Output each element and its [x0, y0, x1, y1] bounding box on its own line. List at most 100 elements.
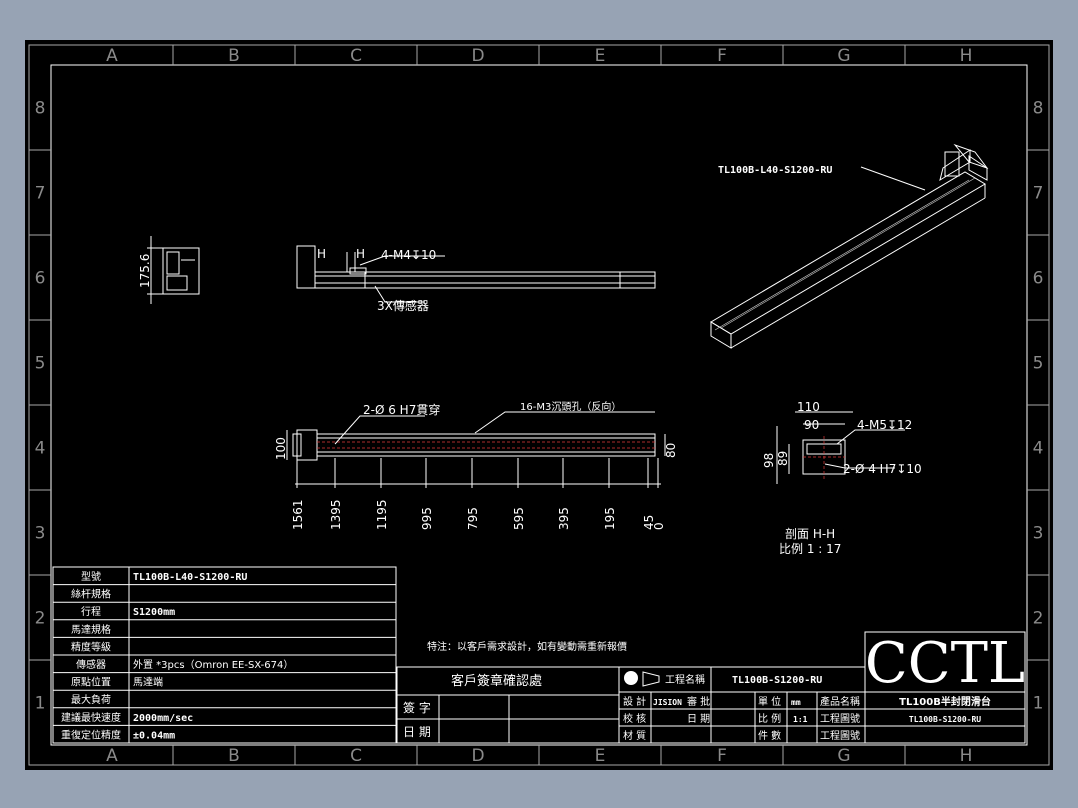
zone-row-left: 2	[35, 609, 46, 629]
zone-col-top: A	[106, 46, 118, 66]
zone-row-left: 5	[35, 354, 46, 374]
tb-approve-label: 審 批	[687, 695, 710, 708]
zone-col-bottom: E	[595, 746, 606, 766]
side-view: H H 4-M4↧10 3X傳感器	[296, 245, 656, 313]
tb-product-code: TL100B-S1200-RU	[909, 715, 981, 724]
confirm-title: 客戶簽章確認處	[451, 673, 542, 689]
zone-col-bottom: G	[837, 746, 850, 766]
zone-col-top: D	[471, 46, 484, 66]
spec-row-label: 傳感器	[76, 658, 106, 671]
top-view: 100 80 2-Ø 6 H7貫穿 16-M3沉頭孔（反向） 1561 1395 1…	[274, 400, 678, 530]
position-dim: 1395	[329, 499, 343, 530]
zone-row-right: 5	[1033, 354, 1044, 374]
section-label: 剖面 H-H	[785, 527, 835, 541]
tb-unit-label: 單 位	[758, 695, 781, 708]
tb-count-label: 件 數	[758, 729, 781, 742]
zone-row-right: 2	[1033, 609, 1044, 629]
section-width-110: 110	[797, 400, 820, 414]
section-view: 110 90 98 89 4-M5↧12 2-Ø 4 H7↧10 剖面 H-H …	[762, 400, 922, 556]
position-dim: 395	[557, 507, 571, 530]
zone-col-top: E	[595, 46, 606, 66]
zone-col-bottom: A	[106, 746, 118, 766]
isometric-view: TL100B-L40-S1200-RU	[710, 143, 989, 349]
spec-row-label: 最大負荷	[71, 693, 111, 706]
zone-row-right: 1	[1033, 694, 1044, 714]
position-dim: 195	[603, 507, 617, 530]
design-note: 特注：以客戶需求設計，如有變動需重新報價	[427, 640, 627, 653]
tb-drawing-no-label: 工程圖號	[820, 712, 860, 725]
tb-unit-value: mm	[791, 698, 801, 707]
zone-ticks	[29, 45, 1049, 765]
spec-row-value: ±0.04mm	[133, 730, 175, 741]
zone-row-left: 3	[35, 524, 46, 544]
spec-row-label: 重復定位精度	[61, 728, 121, 741]
customer-confirm-box: 客戶簽章確認處 簽 字 日 期	[396, 666, 620, 744]
zone-col-bottom: B	[228, 746, 240, 766]
position-dim: 45	[642, 515, 656, 530]
zone-col-top: H	[960, 46, 973, 66]
spec-row-value: 外置 *3pcs（Omron EE-SX-674）	[133, 659, 293, 671]
zone-row-right: 3	[1033, 524, 1044, 544]
section-tap-note: 4-M5↧12	[857, 418, 912, 432]
tb-scale-label: 比 例	[758, 712, 781, 725]
tb-scale-value: 1:1	[793, 715, 808, 724]
zone-row-right: 8	[1033, 99, 1044, 119]
spec-row-label: 原點位置	[71, 676, 111, 689]
zone-col-top: G	[837, 46, 850, 66]
confirm-sign-label: 簽 字	[403, 700, 431, 715]
section-height-89: 89	[776, 451, 790, 466]
position-dim: 795	[466, 507, 480, 530]
zone-row-right: 7	[1033, 184, 1044, 204]
tb-material-label: 材 質	[623, 729, 646, 742]
section-scale: 比例 1 : 17	[779, 542, 841, 556]
company-logo: CCTL	[865, 631, 1025, 696]
tb-drawing-no-label-2: 工程圖號	[820, 729, 860, 742]
spec-row-label: 建議最快速度	[61, 711, 121, 724]
title-block: 工程名稱 TL100B-S1200-RU 設 計 JISION 審 批 校 核 …	[618, 631, 1026, 744]
zone-row-left: 6	[35, 269, 46, 289]
zone-col-bottom: H	[960, 746, 973, 766]
side-view-tap-note: 4-M4↧10	[381, 248, 436, 262]
end-view: 175.6	[138, 236, 200, 304]
tb-check-label: 校 核	[623, 712, 646, 725]
top-view-height-right: 80	[664, 443, 678, 458]
spec-row-label: 馬達規格	[71, 623, 111, 636]
spec-row-value: 馬達端	[133, 676, 163, 689]
tb-design-value: JISION	[653, 698, 682, 707]
top-view-tap-note: 16-M3沉頭孔（反向）	[520, 400, 621, 413]
top-view-hole-note: 2-Ø 6 H7貫穿	[363, 402, 440, 417]
confirm-date-label: 日 期	[403, 725, 431, 739]
zone-col-top: C	[350, 46, 362, 66]
tb-project-label: 工程名稱	[665, 673, 705, 686]
zone-col-bottom: C	[350, 746, 362, 766]
position-dim: 995	[420, 507, 434, 530]
section-hole-note: 2-Ø 4 H7↧10	[843, 462, 922, 476]
position-dim: 595	[512, 507, 526, 530]
tb-project-value: TL100B-S1200-RU	[732, 675, 822, 686]
first-angle-circle-icon	[624, 671, 638, 685]
section-width-90: 90	[804, 418, 819, 432]
zone-col-bottom: F	[717, 746, 727, 766]
tb-date-label: 日 期	[687, 713, 710, 725]
side-view-h-left: H	[317, 247, 326, 261]
top-view-height-left: 100	[274, 437, 288, 460]
side-view-h-right: H	[356, 247, 365, 261]
spec-row-value: S1200mm	[133, 607, 175, 618]
spec-row-label: 絲杆規格	[71, 588, 111, 601]
section-height-98: 98	[762, 453, 776, 468]
zone-col-top: B	[228, 46, 240, 66]
zone-row-left: 4	[35, 439, 46, 459]
tb-design-label: 設 計	[623, 695, 646, 708]
position-dim: 1195	[375, 499, 389, 530]
spec-row-value: 2000mm/sec	[133, 713, 193, 724]
position-dim: 1561	[291, 499, 305, 530]
iso-model-label: TL100B-L40-S1200-RU	[718, 165, 832, 176]
tb-product-name: TL100B半封閉滑台	[899, 695, 991, 708]
zone-row-right: 6	[1033, 269, 1044, 289]
zone-col-bottom: D	[471, 746, 484, 766]
